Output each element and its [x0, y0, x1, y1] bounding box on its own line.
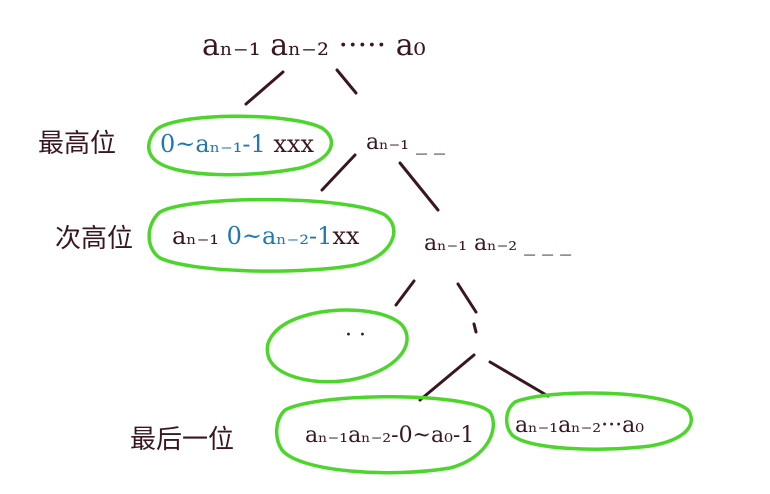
- edge-root-right: [335, 68, 358, 95]
- level2-left-wildcards: xx: [332, 222, 360, 250]
- level2-label: 次高位: [55, 224, 133, 254]
- level4-left-node: aₙ₋₁aₙ₋₂-0~a₀-1: [305, 423, 474, 448]
- edge-l3-right: [488, 360, 550, 398]
- highlight-level2-left: [147, 197, 396, 273]
- level1-right-node: aₙ₋₁ _ _: [366, 130, 445, 155]
- highlight-level4-right: [505, 391, 693, 451]
- edge-l1-right: [398, 161, 440, 212]
- highlight-level4-left: [275, 395, 496, 475]
- level1-left-node: 0~aₙ₋₁-1 xxx: [160, 130, 314, 158]
- level2-left-prefix: aₙ₋₁: [172, 222, 227, 250]
- level1-left-range: 0~aₙ₋₁-1: [160, 130, 266, 158]
- level1-label: 最高位: [38, 129, 116, 159]
- highlight-circles: [147, 114, 693, 475]
- level2-left-range: 0~aₙ₋₂-1: [227, 222, 333, 250]
- highlight-level1-left: [147, 114, 334, 177]
- edge-l1-left: [320, 153, 357, 192]
- level2-right-node: aₙ₋₁ aₙ₋₂ _ _ _: [424, 231, 571, 256]
- edge-l2-left: [394, 279, 416, 307]
- level1-left-wildcards: xxx: [266, 130, 315, 158]
- root-node-text: aₙ₋₁ aₙ₋₂ ····· a₀: [202, 28, 426, 63]
- tree-edges: [244, 68, 550, 402]
- level3-left-dots: · ·: [345, 323, 366, 348]
- level4-right-node: aₙ₋₁aₙ₋₂···a₀: [515, 413, 644, 438]
- edge-tick: [472, 322, 478, 334]
- level2-left-node: aₙ₋₁ 0~aₙ₋₂-1xx: [172, 222, 360, 250]
- edge-root-left: [244, 70, 285, 106]
- level4-label: 最后一位: [130, 425, 234, 455]
- highlight-level3-left: [265, 308, 409, 384]
- edge-l2-right: [456, 282, 478, 314]
- edge-l3-left: [418, 353, 476, 402]
